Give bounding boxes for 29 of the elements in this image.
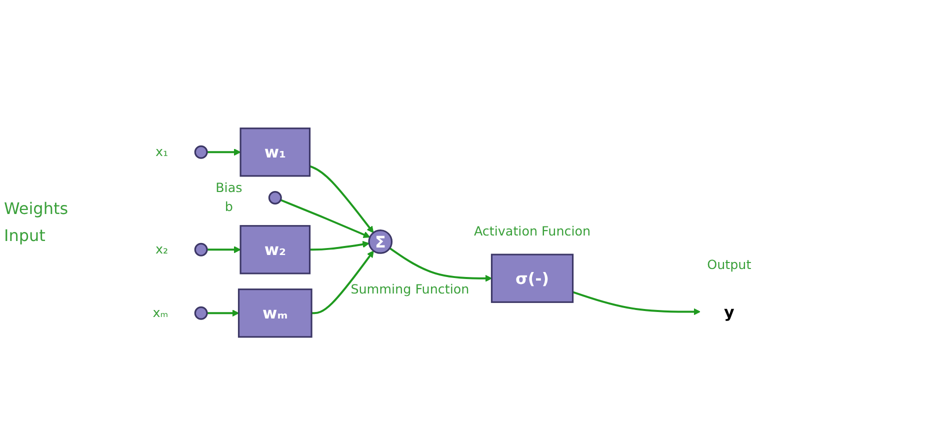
group-label: Input [4,226,46,244]
node-box: w₁ [240,128,311,178]
node-box: wₘ [238,288,312,338]
arrow [572,291,700,316]
node-label: Summing Function [350,282,470,297]
arrow [310,241,370,252]
node-circle: Σ [368,230,393,254]
arrow [207,310,240,317]
node-label: b [224,200,233,215]
node-box: σ(-) [490,254,574,304]
node-label: Output [707,257,752,272]
node-label: Bias [216,180,242,196]
node-circle [194,146,208,160]
node-text: y [724,302,734,322]
node-label: x₂ [156,242,168,258]
node-circle [194,306,208,320]
node-circle [268,191,282,205]
arrow [207,246,241,254]
node-circle [194,243,208,257]
arrow [207,149,241,156]
arrow [280,199,370,238]
arrow [312,250,374,314]
node-label: Activation Funcion [474,224,591,240]
node-label: xₘ [152,306,168,321]
arrow [389,248,492,282]
node-box: w₂ [240,225,311,275]
node-label: x₁ [156,144,168,160]
group-label: Weights [4,198,70,218]
arrow [309,166,374,234]
